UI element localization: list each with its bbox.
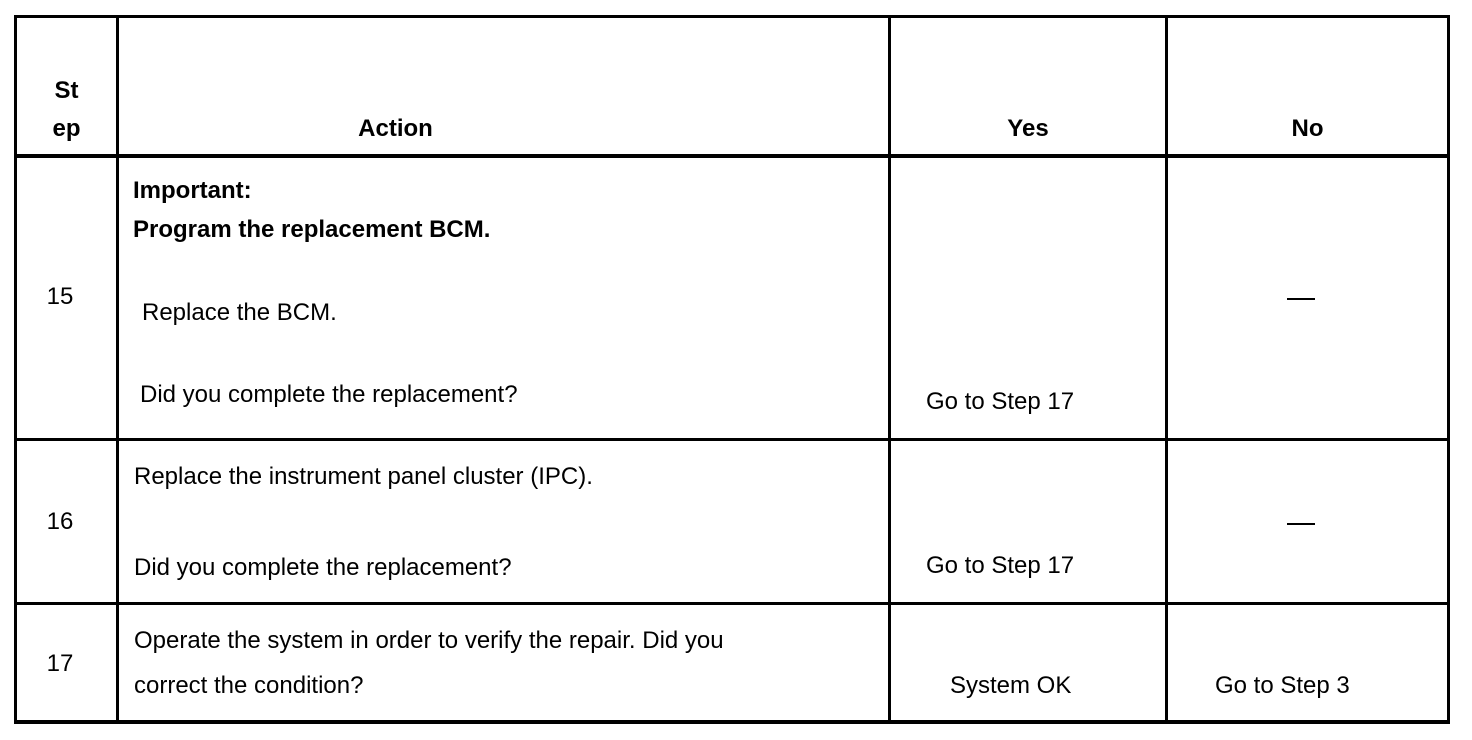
table-border-bottom (14, 720, 1450, 724)
step-number: 15 (46, 283, 74, 310)
no-result-dash (1287, 523, 1315, 525)
action-instruction: Replace the BCM. (142, 299, 337, 326)
header-action: Action (358, 115, 433, 142)
row-divider (14, 438, 1450, 441)
table-border-left (14, 15, 17, 724)
header-step-line2: ep (52, 115, 81, 142)
yes-result: System OK (950, 672, 1072, 699)
table-border-top (14, 15, 1450, 18)
step-number: 17 (46, 650, 74, 677)
action-instruction: Replace the instrument panel cluster (IP… (134, 463, 593, 490)
header-no: No (1291, 115, 1324, 142)
important-label: Important: (133, 177, 252, 204)
header-step-line1: St (54, 77, 79, 104)
no-result-dash (1287, 298, 1315, 300)
action-instruction: Operate the system in order to verify th… (134, 627, 724, 654)
no-result: Go to Step 3 (1215, 672, 1350, 699)
header-divider (14, 154, 1450, 158)
action-instruction-cont: correct the condition? (134, 672, 364, 699)
yes-result: Go to Step 17 (926, 388, 1075, 415)
header-yes: Yes (1007, 115, 1049, 142)
action-question: Did you complete the replacement? (140, 381, 518, 408)
table-border-right (1447, 15, 1450, 724)
row-divider (14, 602, 1450, 605)
column-divider (1165, 15, 1168, 724)
important-text: Program the replacement BCM. (133, 216, 491, 243)
yes-result: Go to Step 17 (926, 552, 1075, 579)
diagnostic-table: St ep Action Yes No 15 Important: Progra… (14, 15, 1450, 724)
column-divider (116, 15, 119, 724)
column-divider (888, 15, 891, 724)
action-question: Did you complete the replacement? (134, 554, 512, 581)
step-number: 16 (46, 508, 74, 535)
